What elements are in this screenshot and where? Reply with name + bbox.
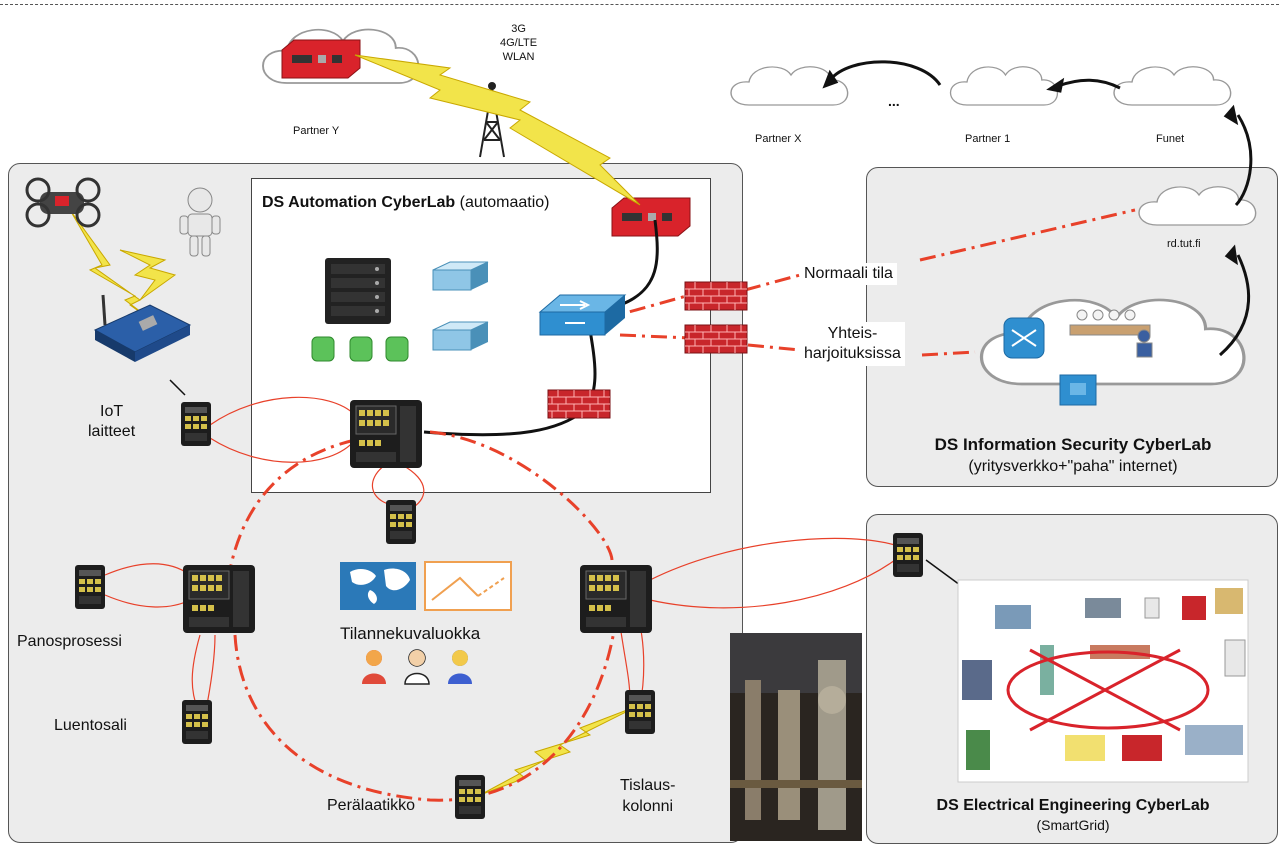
top-dashed-line (0, 4, 1279, 5)
normal-mode-label: Normaali tila (800, 263, 897, 285)
server-rack-icon (325, 258, 391, 324)
funet-cloud-icon (1113, 66, 1232, 106)
distillation-label: Tislaus- kolonni (620, 775, 675, 817)
firewall-icon (547, 389, 611, 419)
iot-board-icon (93, 294, 192, 362)
industrial-switch-icon (182, 564, 256, 634)
industrial-switch-icon (625, 690, 655, 734)
partner-y-router-icon (281, 39, 361, 79)
world-map-icon (340, 562, 416, 610)
electrical-link (925, 559, 961, 586)
situation-room-label: Tilannekuvaluokka (340, 624, 481, 643)
industrial-switch-icon (386, 500, 416, 544)
ethernet-switch-icon (1059, 374, 1097, 406)
automation-lab-name: DS Automation CyberLab (262, 194, 456, 211)
industrial-switch-icon (893, 533, 923, 577)
joint-exercise-label: Yhteis- harjoituksissa (800, 322, 905, 366)
electrical-lab-caption: DS Electrical Engineering CyberLab (Smar… (868, 797, 1278, 833)
red-dashdot-links (228, 208, 1136, 802)
industrial-switch-icon (455, 775, 485, 819)
industrial-switch-icon (579, 564, 653, 634)
storage-icon (432, 261, 489, 351)
automation-lab-subtitle: (automaatio) (459, 194, 550, 211)
router-icon (1003, 317, 1045, 359)
joint-exercise-line-2: harjoituksissa (804, 345, 901, 362)
lightning-icon (119, 249, 177, 301)
partner-y-label: Partner Y (293, 125, 340, 137)
partner-x-label: Partner X (755, 133, 802, 145)
iot-label: IoT laitteet (88, 402, 135, 442)
storage-cylinder-icon (311, 336, 409, 362)
firewall-icon (684, 324, 748, 354)
chart-icon (424, 561, 512, 611)
iot-link (169, 379, 186, 396)
robot-icon (179, 187, 221, 257)
funet-label: Funet (1156, 133, 1185, 145)
rd-cloud-icon (1138, 186, 1257, 226)
partner-1-cloud-icon (949, 66, 1059, 106)
automation-lab-title: DS Automation CyberLab (automaatio) (262, 194, 549, 212)
automation-router-icon (611, 197, 691, 237)
iot-line-2: laitteet (88, 423, 136, 440)
rd-host-label: rd.tut.fi (1167, 238, 1201, 250)
people-icon (1069, 309, 1153, 358)
batch-process-label: Panosprosessi (17, 633, 122, 650)
distillation-line-1: Tislaus- (620, 777, 676, 794)
people-icon (362, 649, 472, 685)
wireless-label: 3G 4G/LTE WLAN (500, 22, 537, 64)
photo-plant-icon (730, 633, 862, 841)
iot-line-1: IoT (100, 403, 124, 420)
tail-box-label: Perälaatikko (327, 797, 416, 814)
infosec-lab-title: DS Information Security CyberLab (934, 435, 1212, 454)
lecture-hall-label: Luentosali (54, 717, 127, 734)
wireless-line-2: 4G/LTE (500, 37, 538, 49)
electrical-lab-subtitle: (SmartGrid) (1036, 817, 1110, 833)
wireless-line-3: WLAN (502, 51, 535, 63)
electrical-lab-title: DS Electrical Engineering CyberLab (936, 797, 1210, 814)
smartgrid-collage-icon (957, 579, 1249, 783)
drone-icon (25, 177, 101, 228)
firewall-icon (684, 281, 748, 311)
wireless-line-1: 3G (511, 23, 526, 35)
partner-1-label: Partner 1 (965, 133, 1011, 145)
industrial-switch-icon (181, 402, 211, 446)
industrial-switch-icon (75, 565, 105, 609)
infosec-lab-subtitle: (yritysverkko+"paha" internet) (968, 458, 1178, 475)
infosec-lab-caption: DS Information Security CyberLab (yritys… (868, 435, 1278, 476)
lightning-icon (354, 54, 641, 206)
ellipsis-label: ... (888, 93, 900, 109)
ethernet-switch-icon (538, 294, 627, 336)
joint-exercise-line-1: Yhteis- (827, 325, 878, 342)
industrial-switch-icon (349, 399, 423, 469)
distillation-line-2: kolonni (622, 798, 674, 815)
industrial-switch-icon (182, 700, 212, 744)
